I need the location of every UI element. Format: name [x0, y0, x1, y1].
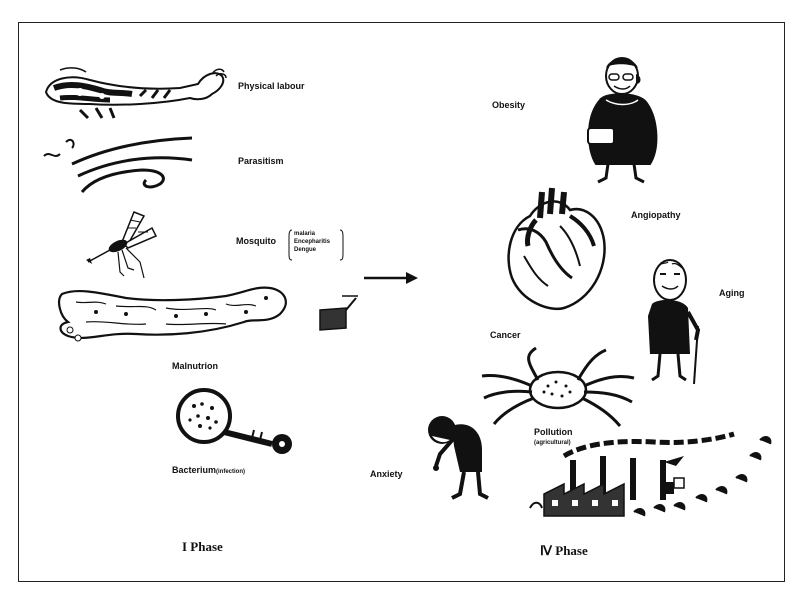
cancer-label: Cancer — [490, 331, 521, 341]
mosquito-icon — [82, 206, 162, 286]
bacterium-label: Bacterium(infection) — [172, 466, 245, 476]
anxiety-label: Anxiety — [370, 470, 403, 480]
parasitism-label: Parasitism — [238, 157, 284, 167]
arm-icon — [40, 60, 230, 120]
mosquito-disease-list: malaria Encepharitis Dengue — [288, 228, 344, 262]
elderly-man-icon — [628, 256, 714, 386]
magnifier-icon — [170, 386, 300, 456]
pollution-note: (agricultural) — [534, 440, 571, 446]
phase-i-label: I Phase — [182, 539, 223, 555]
physical-labour-label: Physical labour — [238, 82, 305, 92]
bowl-icon — [316, 292, 360, 332]
angiopathy-label: Angiopathy — [631, 211, 681, 221]
heart-icon — [500, 186, 618, 316]
phase-iv-label: Ⅳ Phase — [540, 543, 588, 559]
bacterium-text: Bacterium — [172, 465, 216, 475]
obese-woman-icon — [576, 54, 666, 186]
worm-icon — [42, 130, 202, 200]
anxious-person-icon — [420, 406, 500, 502]
pollution-label: Pollution — [534, 428, 573, 438]
malnourished-body-icon — [56, 284, 316, 354]
obesity-label: Obesity — [492, 101, 525, 111]
bacterium-note: (infection) — [216, 469, 245, 475]
aging-label: Aging — [719, 289, 745, 299]
arrow-right-icon — [362, 268, 422, 288]
mosquito-label: Mosquito — [236, 237, 276, 247]
malnutrion-label: Malnutrion — [172, 362, 218, 372]
crab-icon — [478, 342, 638, 434]
bracket-shape — [288, 228, 344, 262]
